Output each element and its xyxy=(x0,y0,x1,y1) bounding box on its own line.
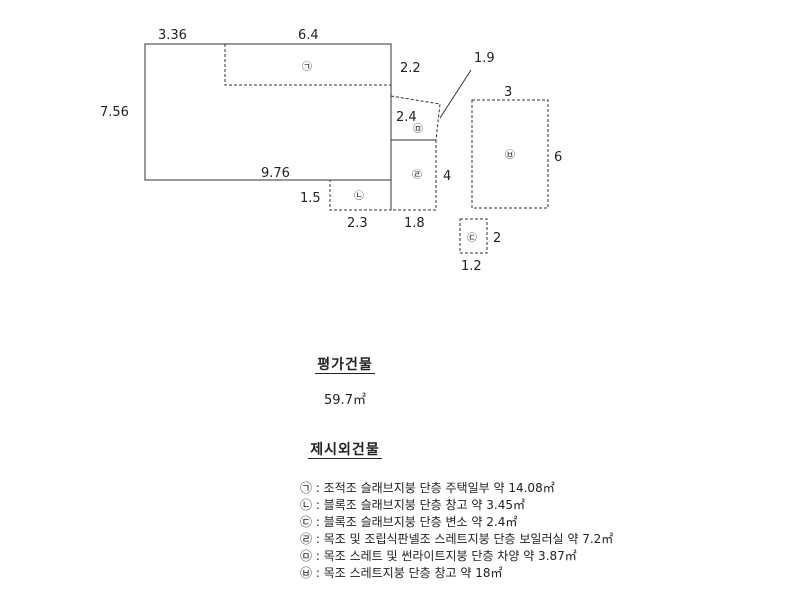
dim-bottom-main: 9.76 xyxy=(261,166,290,181)
list-item: ㉢ : 블록조 슬래브지붕 단층 변소 약 2.4㎡ xyxy=(300,515,518,529)
evaluated-building-area: 59.7㎡ xyxy=(324,393,366,408)
marker-c: ㉢ xyxy=(467,232,477,244)
excluded-building-title: 제시외건물 xyxy=(0,439,690,459)
dim-building-f-width: 3 xyxy=(504,85,512,100)
list-item: ㉤ : 목조 스레트 및 썬라이트지붕 단층 차양 약 3.87㎡ xyxy=(300,549,577,563)
building-a-outline xyxy=(224,44,391,86)
marker-d: ㉣ xyxy=(412,169,422,181)
dim-bottom-l-width: 2.3 xyxy=(347,216,368,231)
dim-top-right: 2.2 xyxy=(400,61,421,76)
dim-building-f-height: 6 xyxy=(554,150,562,165)
marker-f: ㉥ xyxy=(505,149,515,161)
building-f-outline xyxy=(471,99,549,209)
building-c-outline xyxy=(459,218,488,254)
dim-building-c-height: 2 xyxy=(493,231,501,246)
building-d-outline xyxy=(390,139,437,211)
dim-right-mid: 4 xyxy=(443,169,451,184)
marker-a: ㉠ xyxy=(302,61,312,73)
floor-plan: 3.36 6.4 2.2 7.56 1.9 3 6 2.4 9.76 1.5 4… xyxy=(100,28,562,274)
slope-leader-line xyxy=(439,69,472,119)
marker-b: ㉡ xyxy=(354,190,364,202)
dim-top-left: 3.36 xyxy=(158,28,187,43)
main-building-outline xyxy=(144,43,392,181)
evaluated-building-title: 평가건물 xyxy=(0,354,690,374)
list-item: ㉠ : 조적조 슬래브지붕 단층 주택일부 약 14.08㎡ xyxy=(300,481,555,495)
marker-e: ㉤ xyxy=(413,123,423,135)
dim-bottom-left-height: 1.5 xyxy=(300,191,321,206)
building-e-outline xyxy=(390,95,441,141)
dim-mid-right-upper: 2.4 xyxy=(396,110,417,125)
evaluated-building-title-text: 평가건물 xyxy=(315,357,375,374)
list-item: ㉡ : 블록조 슬래브지붕 단층 창고 약 3.45㎡ xyxy=(300,498,525,512)
dim-top-mid: 6.4 xyxy=(298,28,319,43)
dim-building-c-width: 1.2 xyxy=(461,259,482,274)
building-b-outline xyxy=(329,179,392,211)
excluded-building-list: ㉠ : 조적조 슬래브지붕 단층 주택일부 약 14.08㎡ ㉡ : 블록조 슬… xyxy=(300,480,613,582)
list-item: ㉣ : 목조 및 조립식판넬조 스레트지붕 단층 보일러실 약 7.2㎡ xyxy=(300,532,614,546)
dim-slope: 1.9 xyxy=(474,51,495,66)
excluded-building-title-text: 제시외건물 xyxy=(308,442,382,459)
dim-bottom-r-width: 1.8 xyxy=(404,216,425,231)
list-item: ㉥ : 목조 스레트지붕 단층 창고 약 18㎡ xyxy=(300,566,503,580)
dim-left: 7.56 xyxy=(100,105,129,120)
